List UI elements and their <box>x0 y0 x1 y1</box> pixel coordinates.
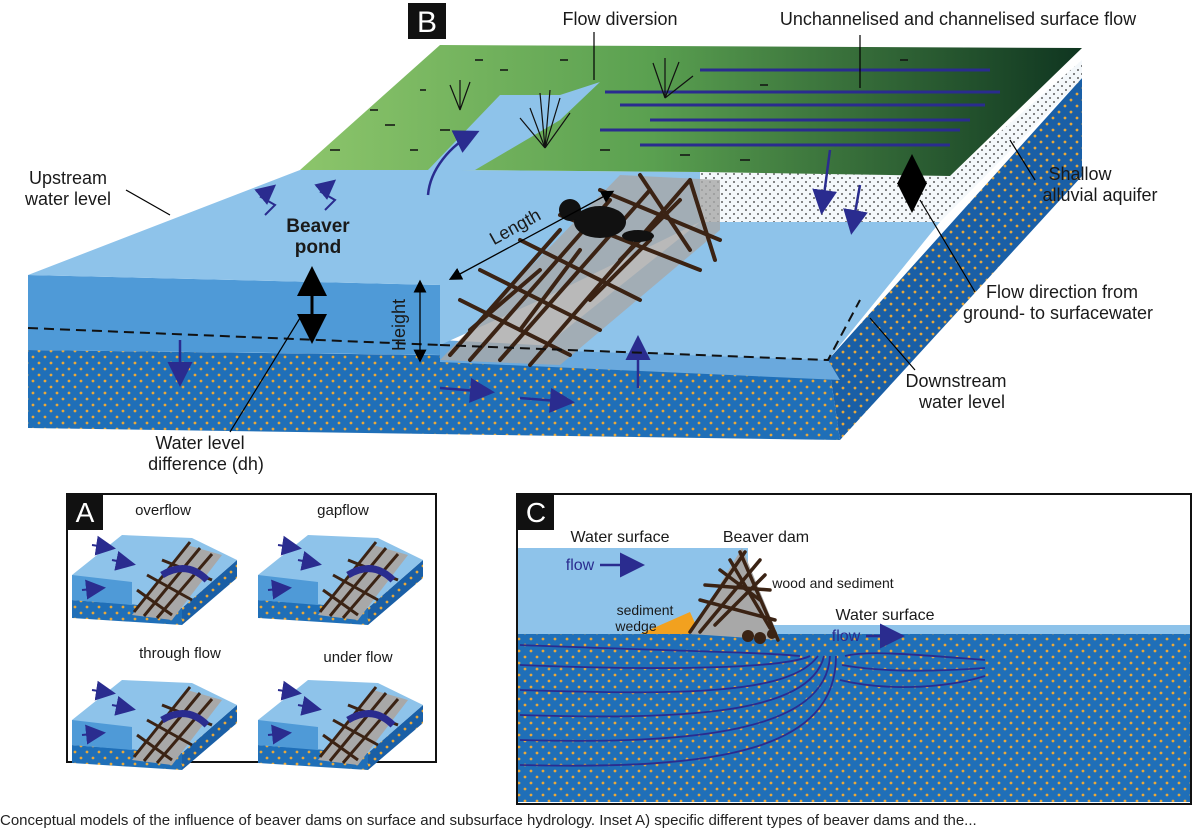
label-downstream-1: Downstream <box>905 371 1006 391</box>
dam-wood <box>688 550 780 642</box>
label-flow-left: flow <box>566 557 595 574</box>
panel-a-letter-box <box>67 494 103 530</box>
label-surface-flow: Unchannelised and channelised surface fl… <box>780 9 1137 29</box>
label-water-surface-left: Water surface <box>571 529 670 546</box>
label-flow-right: flow <box>832 628 861 645</box>
mini-blocks <box>72 535 423 770</box>
label-beaver-dam: Beaver dam <box>723 529 809 546</box>
water-level-line <box>27 299 861 362</box>
mini-block-through-flow <box>72 680 237 770</box>
label-flowdir-1: Flow direction from <box>986 282 1138 302</box>
shrubs <box>449 58 694 149</box>
mini-block-overflow <box>72 535 237 625</box>
grass-tufts <box>330 59 908 161</box>
label-beaver-2: pond <box>295 237 341 258</box>
label-flow-diversion: Flow diversion <box>562 9 677 29</box>
panel-c-letter: C <box>526 497 546 528</box>
label-downstream-2: water level <box>918 392 1005 412</box>
mini-block-gapflow <box>258 535 423 625</box>
downstream-surface <box>540 222 940 360</box>
label-sediment-2: wedge <box>614 618 656 634</box>
label-upstream-2: water level <box>24 189 111 209</box>
figure-canvas: B Flow diversion Unchannelised and chann… <box>24 3 1192 805</box>
figure-caption: Conceptual models of the influence of be… <box>0 812 977 829</box>
subsurface-flowlines <box>519 644 986 767</box>
panel-b-letter: B <box>417 6 437 39</box>
flow-arrows <box>167 130 868 413</box>
mini-block-under-flow <box>258 680 423 770</box>
panel-c: C Water surface Beaver dam flow wood and… <box>516 493 1192 805</box>
label-beaver-1: Beaver <box>286 216 350 237</box>
label-under-flow: under flow <box>323 649 392 666</box>
label-wood-sediment: wood and sediment <box>771 575 894 591</box>
subsurface-aquifer <box>518 634 1190 802</box>
panel-a: A overflow gapflow through flow under fl… <box>66 493 437 770</box>
floodplain-surface <box>300 45 1082 176</box>
label-height: Height <box>389 299 409 351</box>
flow-arrows-c <box>600 552 905 649</box>
panel-c-letter-box <box>518 494 554 530</box>
label-sediment-1: sediment <box>617 602 674 618</box>
shallow-aquifer <box>700 60 1082 222</box>
panel-b-letter-box <box>408 3 446 39</box>
label-flowdir-2: ground- to surfacewater <box>963 303 1153 323</box>
surface-channels <box>600 68 1000 147</box>
label-shallow-2: alluvial aquifer <box>1042 185 1157 205</box>
pond-front-face <box>28 275 440 355</box>
label-through-flow: through flow <box>139 645 221 662</box>
leader-lines <box>125 32 1036 433</box>
length-arrow <box>448 190 615 280</box>
label-wld-1: Water level <box>155 433 244 453</box>
label-shallow-1: Shallow <box>1048 164 1112 184</box>
label-overflow: overflow <box>135 502 191 519</box>
label-upstream-1: Upstream <box>29 168 107 188</box>
panel-a-letter: A <box>76 497 95 528</box>
panel-b: B Flow diversion Unchannelised and chann… <box>24 3 1158 474</box>
label-gapflow: gapflow <box>317 502 369 519</box>
zigzag-arrows <box>254 179 337 216</box>
label-wld-2: difference (dh) <box>148 454 264 474</box>
label-water-surface-right: Water surface <box>836 607 935 624</box>
dam-stones <box>742 629 777 644</box>
sediment-wedge <box>640 612 700 634</box>
